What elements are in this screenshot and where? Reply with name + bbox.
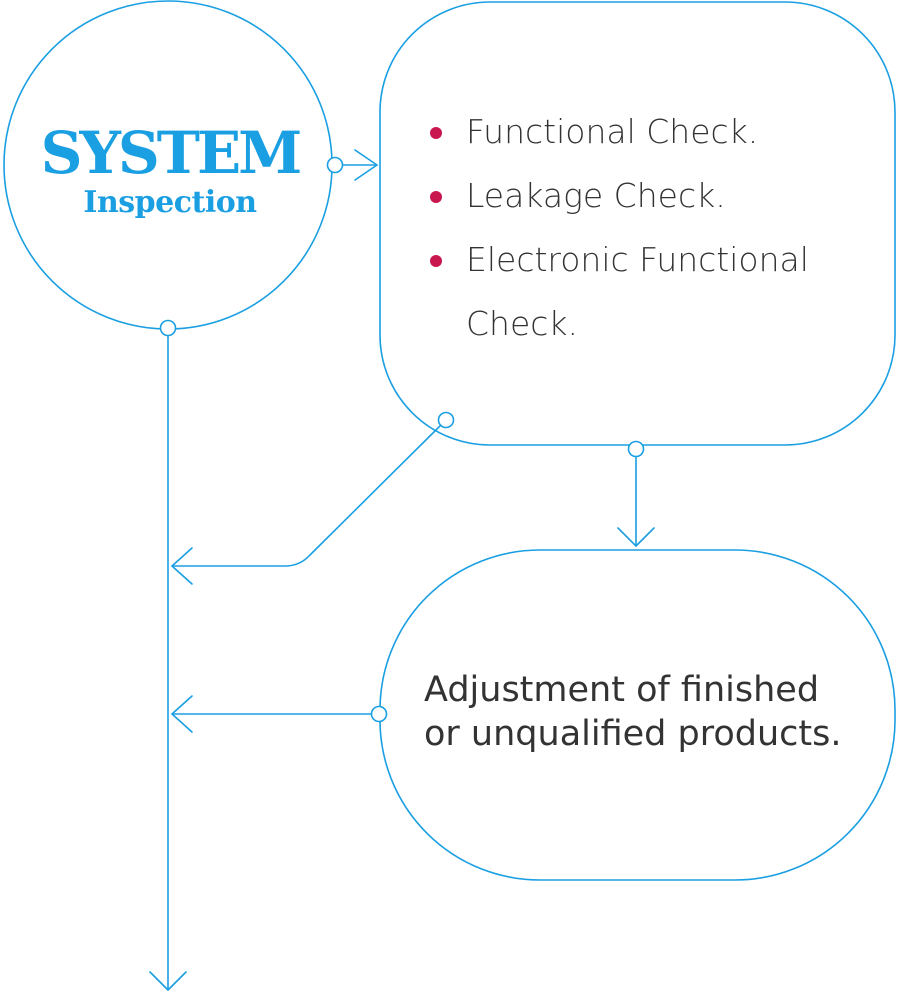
port-checks-bottom-left (437, 411, 455, 429)
arrowhead-adjust-to-main (171, 695, 193, 733)
adjust-text-line-1: Adjustment of finished (424, 670, 820, 710)
arrowhead-main-flow (149, 971, 187, 991)
checks-list: Functional Check. Leakage Check. Electro… (428, 100, 868, 356)
arrowhead-checks-to-main (171, 547, 193, 585)
arrowhead-checks-to-adjust (617, 527, 655, 547)
check-item-leakage: Leakage Check. (428, 164, 868, 228)
port-checks-bottom (627, 440, 645, 458)
system-title: SYSTEM (40, 119, 303, 187)
bullet-dot-icon (430, 255, 442, 267)
arrowhead-system-to-checks (354, 149, 378, 181)
check-item-label: Electronic Functional Check. (466, 240, 809, 343)
check-item-label: Leakage Check. (466, 176, 726, 215)
check-item-electronic: Electronic Functional Check. (428, 228, 868, 356)
check-item-functional: Functional Check. (428, 100, 868, 164)
bullet-dot-icon (430, 191, 442, 203)
bullet-dot-icon (430, 127, 442, 139)
port-system-right (326, 156, 344, 174)
port-system-bottom (159, 319, 177, 337)
check-item-label: Functional Check. (466, 112, 759, 151)
adjust-text: Adjustment of finished or unqualified pr… (424, 668, 884, 756)
port-adjust-left (370, 705, 388, 723)
adjust-text-line-2: or unqualified products. (424, 714, 842, 754)
connector-checks-to-main (171, 425, 441, 567)
system-subtitle: Inspection (83, 185, 257, 220)
